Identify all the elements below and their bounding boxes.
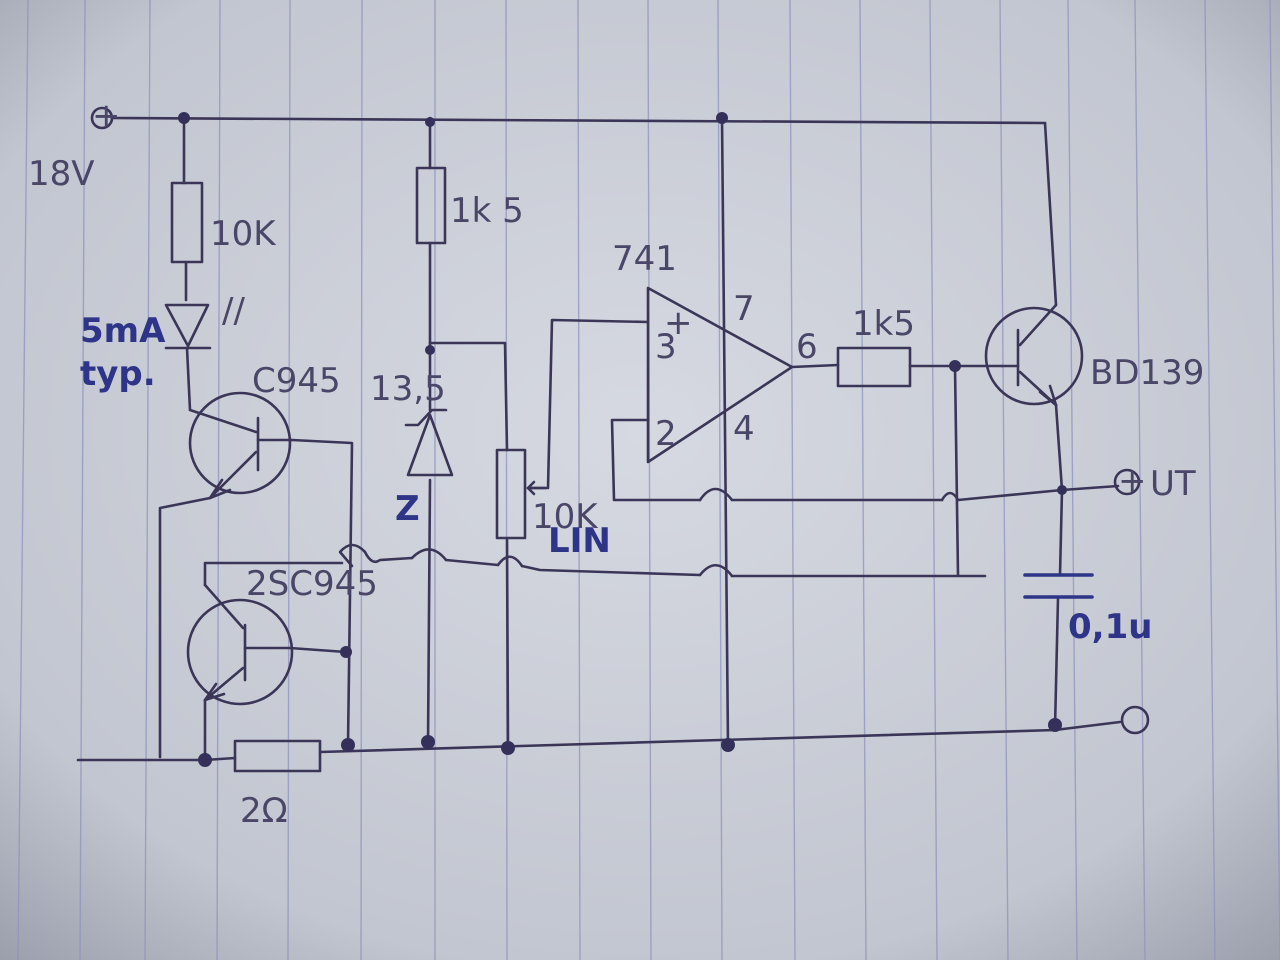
capacitor-0-1u: [1023, 573, 1094, 599]
resistor-10k-label: 10K: [210, 214, 277, 254]
transistor-2sc945-label: 2SC945: [246, 564, 378, 604]
supply-terminal-plus: +: [92, 96, 121, 136]
resistor-2-ohm-label: 2Ω: [240, 791, 288, 831]
led-rays: //: [222, 291, 245, 331]
led-current-qualifier: typ.: [80, 354, 156, 394]
zener-value-label: 13,5: [370, 369, 446, 409]
resistor-2-ohm: [233, 739, 322, 773]
supply-voltage-label: 18V: [28, 154, 95, 194]
output-terminal-plus: [1113, 468, 1141, 496]
potentiometer-10k: [495, 448, 547, 540]
led-current-label: 5mA: [80, 311, 166, 351]
opamp-pin3-label: 3: [655, 327, 677, 367]
supply-terminal: [90, 106, 114, 130]
transistor-c945-label: C945: [252, 361, 341, 401]
opamp-741-label: 741: [612, 239, 677, 279]
transistor-bd139-label: BD139: [1090, 353, 1204, 393]
output-terminal-plus-sign: +: [1118, 461, 1147, 501]
opamp-pin4-label: 4: [733, 409, 755, 449]
resistor-1k5-vertical-label: 1k 5: [450, 191, 524, 231]
potentiometer-type-label: LIN: [548, 521, 611, 561]
zener-tag-label: Z: [395, 489, 420, 529]
transistor-c945: [188, 391, 294, 500]
resistor-1k5-horizontal: [836, 346, 912, 388]
junction-dots: [178, 112, 1067, 767]
resistor-10k: [170, 181, 204, 264]
resistor-1k5-vertical: [415, 166, 447, 245]
resistor-1k5-horizontal-label: 1k5: [852, 304, 915, 344]
capacitor-value-label: 0,1u: [1068, 607, 1152, 647]
zener-diode: [404, 408, 454, 477]
output-label: UT: [1150, 464, 1196, 504]
transistor-bd139: [984, 303, 1084, 407]
opamp-pin6-label: 6: [796, 327, 818, 367]
opamp-plus-sign: +: [664, 303, 693, 343]
output-terminal-minus: [1120, 705, 1150, 735]
opamp-pin7-label: 7: [733, 289, 755, 329]
led: [164, 303, 212, 350]
transistor-2sc945: [186, 583, 294, 706]
potentiometer-value-label: 10K: [532, 497, 599, 537]
opamp-741: [646, 286, 794, 464]
opamp-pin2-label: 2: [655, 414, 677, 454]
